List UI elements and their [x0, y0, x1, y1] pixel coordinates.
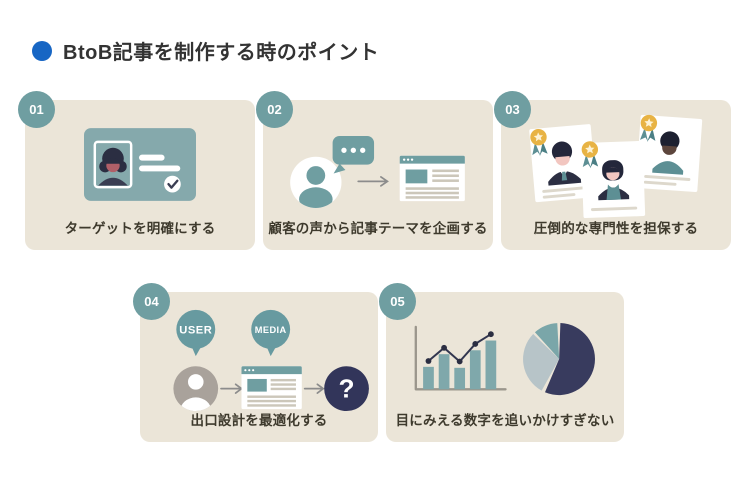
- card-01-target: 01: [18, 91, 255, 250]
- id-card-illustration: [25, 128, 255, 201]
- browser-window-icon: [399, 155, 465, 202]
- card-02-customer-voice: 02: [256, 91, 493, 250]
- expert-profiles-illustration: [501, 113, 731, 219]
- medal-icon: [581, 141, 599, 169]
- metrics-illustration: [386, 322, 624, 400]
- card-05-metrics: 05: [379, 283, 624, 442]
- card-03-expertise: 03: [494, 91, 731, 250]
- medal-icon: [640, 114, 658, 142]
- id-card-icon: [84, 128, 196, 201]
- media-speech-bubble: MEDIA: [251, 309, 291, 357]
- pie-chart-icon: [522, 322, 595, 396]
- page-header: BtoB記事を制作する時のポイント: [32, 36, 379, 65]
- card-number-badge: 03: [494, 91, 531, 128]
- card-04-exit-design: 04 USER MEDIA: [133, 283, 378, 442]
- arrow-icon: [303, 383, 325, 394]
- speech-bubble-icon: [332, 135, 375, 174]
- customer-voice-illustration: [263, 134, 493, 209]
- card-caption: 顧客の声から記事テーマを企画する: [268, 221, 488, 236]
- text-line: [139, 165, 181, 172]
- expert-photo-card: [529, 124, 597, 203]
- medal-icon: [530, 129, 548, 156]
- svg-text:MEDIA: MEDIA: [255, 325, 287, 335]
- arrow-icon: [357, 176, 389, 187]
- expert-profiles-icon: [529, 114, 703, 219]
- card-caption: 目にみえる数字を追いかけすぎない: [395, 413, 615, 428]
- svg-text:USER: USER: [179, 325, 212, 337]
- page-title: BtoB記事を制作する時のポイント: [63, 42, 380, 64]
- text-line: [139, 154, 165, 161]
- person-avatar: [97, 147, 129, 186]
- card-number-badge: 01: [18, 91, 55, 128]
- expert-photo-card: [635, 114, 703, 193]
- user-avatar-icon: [173, 366, 219, 412]
- svg-text:?: ?: [339, 373, 355, 403]
- card-caption: ターゲットを明確にする: [64, 221, 216, 236]
- bar-chart-icon: [414, 325, 507, 391]
- expert-photo-card: [581, 140, 646, 219]
- browser-window-icon: [241, 366, 302, 410]
- user-speech-bubble: USER: [176, 309, 216, 357]
- question-mark-icon: ?: [324, 366, 369, 412]
- arrow-icon: [220, 383, 243, 394]
- card-number-badge: 04: [133, 283, 170, 320]
- customer-voice-icon: [290, 135, 465, 209]
- title-bullet-icon: [32, 40, 52, 61]
- card-caption: 圧倒的な専門性を担保する: [533, 221, 699, 236]
- card-caption: 出口設計を最適化する: [190, 413, 328, 428]
- exit-design-illustration: USER MEDIA: [140, 306, 378, 413]
- card-number-badge: 02: [256, 91, 293, 128]
- check-icon: [164, 175, 181, 193]
- card-number-badge: 05: [379, 283, 416, 320]
- metrics-icon: [414, 322, 595, 396]
- exit-design-icon: USER MEDIA: [173, 309, 369, 412]
- customer-avatar-icon: [290, 156, 342, 209]
